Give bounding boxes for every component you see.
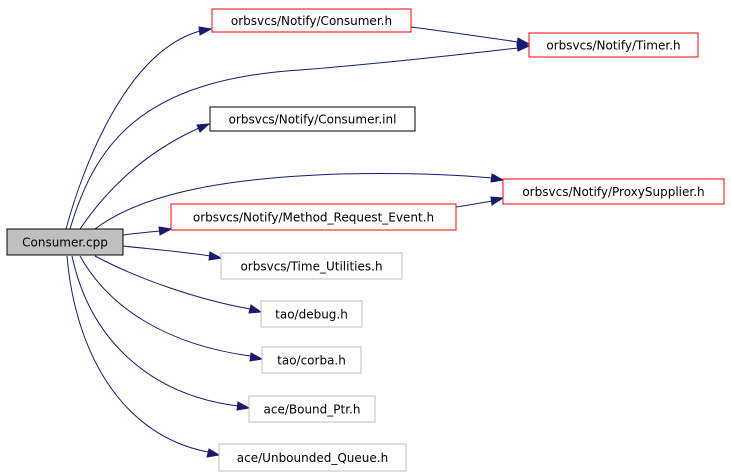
node-label: orbsvcs/Notify/Consumer.h — [231, 14, 392, 28]
graph-edges — [65, 26, 531, 458]
node-box — [6, 228, 124, 256]
node-consumer-cpp[interactable]: Consumer.cpp — [6, 228, 124, 256]
edge-root-to-proxysupplier-h — [94, 172, 505, 230]
node-box — [209, 106, 416, 132]
node-box — [261, 346, 362, 374]
node-box — [248, 395, 376, 423]
edge-root-to-timer-h — [69, 42, 531, 230]
node-label: orbsvcs/Notify/ProxySupplier.h — [522, 185, 704, 199]
arrowhead-icon — [196, 123, 211, 133]
node-proxysupplier-h[interactable]: orbsvcs/Notify/ProxySupplier.h — [502, 178, 725, 205]
edge-root-to-bound-ptr-h — [71, 255, 251, 411]
node-label: ace/Unbounded_Queue.h — [237, 451, 388, 465]
edge-root-to-corba-h — [79, 255, 264, 362]
node-consumer-inl[interactable]: orbsvcs/Notify/Consumer.inl — [209, 106, 416, 132]
node-box — [260, 300, 363, 328]
arrowhead-icon — [198, 26, 213, 36]
node-label: tao/corba.h — [277, 354, 346, 368]
node-label: orbsvcs/Time_Utilities.h — [240, 260, 382, 274]
arrowhead-icon — [206, 448, 221, 458]
node-box — [211, 8, 412, 33]
node-method-request-event-h[interactable]: orbsvcs/Notify/Method_Request_Event.h — [170, 203, 457, 231]
edge-root-to-method-request-event-h — [122, 226, 173, 236]
arrowhead-icon — [490, 173, 505, 183]
graph-nodes: Consumer.cpp orbsvcs/Notify/Consumer.h o… — [6, 8, 725, 472]
node-box — [220, 252, 403, 280]
node-box — [528, 32, 699, 58]
node-box — [502, 178, 725, 205]
node-label: orbsvcs/Notify/Method_Request_Event.h — [193, 211, 434, 225]
arrowhead-icon — [236, 401, 251, 411]
node-time-utilities-h[interactable]: orbsvcs/Time_Utilities.h — [220, 252, 403, 280]
node-corba-h[interactable]: tao/corba.h — [261, 346, 362, 374]
arrowhead-icon — [248, 304, 263, 314]
arrowhead-icon — [490, 196, 505, 206]
node-box — [170, 203, 457, 231]
node-consumer-h[interactable]: orbsvcs/Notify/Consumer.h — [211, 8, 412, 33]
node-box — [218, 443, 407, 472]
node-debug-h[interactable]: tao/debug.h — [260, 300, 363, 328]
node-timer-h[interactable]: orbsvcs/Notify/Timer.h — [528, 32, 699, 58]
edge-root-to-consumer-h — [65, 26, 213, 230]
arrowhead-icon — [158, 226, 173, 236]
node-label: orbsvcs/Notify/Consumer.inl — [229, 113, 397, 127]
edge-method-request-event-h-to-proxysupplier-h — [455, 196, 505, 208]
node-label: orbsvcs/Notify/Timer.h — [546, 39, 680, 53]
node-bound-ptr-h[interactable]: ace/Bound_Ptr.h — [248, 395, 376, 423]
node-label: tao/debug.h — [275, 308, 348, 322]
node-unbounded-queue-h[interactable]: ace/Unbounded_Queue.h — [218, 443, 407, 472]
edge-root-to-time-utilities-h — [122, 245, 223, 261]
edge-root-to-consumer-inl — [79, 123, 211, 230]
node-label: ace/Bound_Ptr.h — [264, 403, 361, 417]
arrowhead-icon — [516, 37, 531, 47]
edge-root-to-debug-h — [94, 255, 263, 314]
edge-consumer-h-to-timer-h — [410, 26, 531, 47]
arrowhead-icon — [249, 352, 264, 362]
edge-root-to-unbounded-queue-h — [66, 255, 221, 458]
node-label: Consumer.cpp — [22, 236, 108, 250]
arrowhead-icon — [208, 251, 223, 261]
